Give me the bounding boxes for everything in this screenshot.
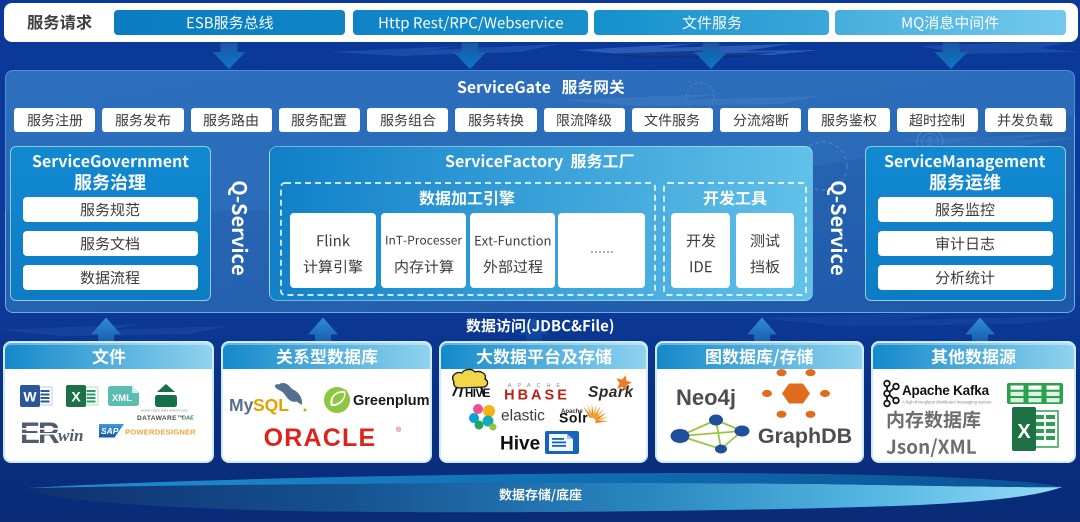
svg-text:ORACLE: ORACLE: [264, 424, 377, 452]
svg-text:world class data warehouse: world class data warehouse: [141, 409, 188, 413]
svg-text:Spark: Spark: [588, 384, 634, 401]
svg-text:POWERDESIGNER: POWERDESIGNER: [125, 428, 196, 437]
svg-text:My: My: [229, 395, 254, 415]
svg-text:DAE: DAE: [182, 416, 194, 422]
svg-text:win: win: [58, 426, 84, 445]
svg-text:Hive: Hive: [500, 434, 540, 455]
svg-text:Solr: Solr: [559, 410, 588, 426]
svg-text:Apache Kafka: Apache Kafka: [902, 383, 990, 398]
svg-text:®: ®: [396, 426, 402, 434]
svg-text:Apache: Apache: [561, 409, 583, 415]
svg-text:W: W: [23, 389, 37, 405]
svg-text:SAP: SAP: [101, 426, 119, 436]
svg-text:APACHE: APACHE: [508, 383, 566, 389]
svg-text:A high-throughput distributed: A high-throughput distributed messaging …: [902, 400, 993, 405]
svg-text:Neo4j: Neo4j: [676, 385, 736, 410]
svg-text:Greenplum: Greenplum: [353, 393, 430, 409]
svg-text:XML: XML: [112, 393, 132, 404]
svg-text:elastic: elastic: [501, 408, 545, 425]
svg-text:HIVE: HIVE: [465, 388, 491, 400]
svg-text:X: X: [1017, 421, 1031, 443]
svg-text:X: X: [71, 389, 81, 405]
svg-text:HBASE: HBASE: [504, 388, 570, 404]
svg-text:SQL: SQL: [253, 395, 289, 415]
svg-text:DATAWARE™: DATAWARE™: [137, 415, 184, 422]
svg-text:GraphDB: GraphDB: [758, 424, 852, 448]
